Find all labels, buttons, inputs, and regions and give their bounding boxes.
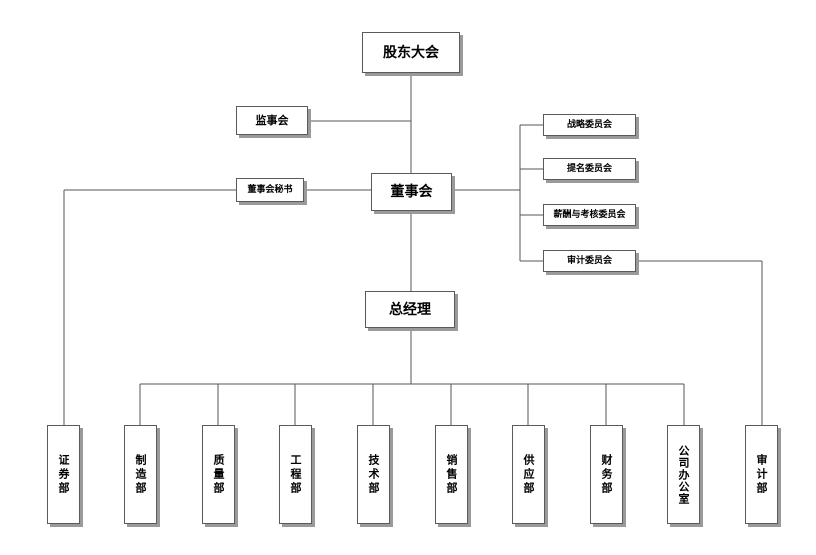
dept-technology: 技术部 xyxy=(357,425,390,524)
node-board-secretary: 董事会秘书 xyxy=(236,178,304,202)
dept-sales: 销售部 xyxy=(435,425,468,524)
node-board: 董事会 xyxy=(371,173,452,211)
dept-quality: 质量部 xyxy=(202,425,235,524)
dept-office: 公司办公室 xyxy=(667,425,700,524)
node-strategy-committee: 战略委员会 xyxy=(543,114,636,136)
node-nomination-committee: 提名委员会 xyxy=(543,158,636,180)
dept-engineering: 工程部 xyxy=(279,425,312,524)
node-shareholders: 股东大会 xyxy=(362,32,460,73)
dept-securities: 证券部 xyxy=(47,425,80,524)
node-general-manager: 总经理 xyxy=(365,291,455,328)
dept-manufacturing: 制造部 xyxy=(124,425,157,524)
dept-audit: 审计部 xyxy=(745,425,778,524)
node-audit-committee: 审计委员会 xyxy=(543,250,636,272)
node-supervisors: 监事会 xyxy=(236,106,308,135)
dept-supply: 供应部 xyxy=(512,425,545,524)
node-compensation-committee: 薪酬与考核委员会 xyxy=(543,204,636,226)
dept-finance: 财务部 xyxy=(590,425,623,524)
